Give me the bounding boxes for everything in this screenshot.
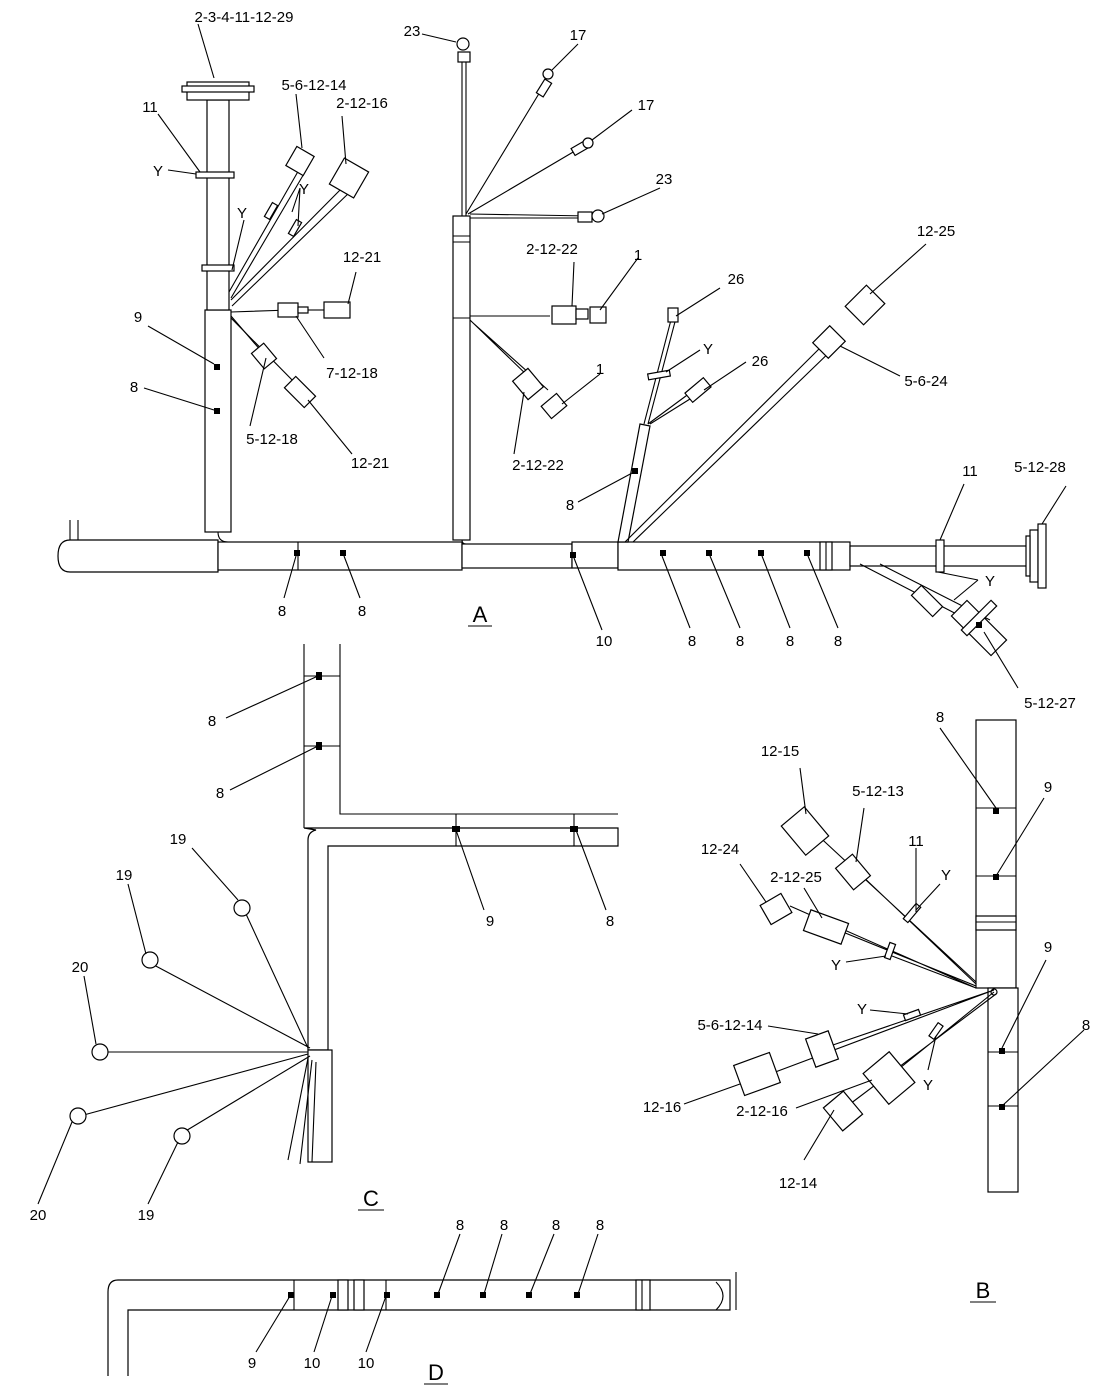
label-b-12: 8 <box>1082 1017 1090 1034</box>
label-a-7: 12-21 <box>343 249 381 266</box>
label-a-23: 26 <box>752 353 769 370</box>
label-a-32: 8 <box>358 603 366 620</box>
label-a-12: 12-21 <box>351 455 389 472</box>
label-b-1: 9 <box>1044 779 1052 796</box>
view-a-label: A <box>473 602 488 627</box>
label-b-10: Y <box>857 1001 867 1018</box>
label-a-13: 23 <box>404 23 421 40</box>
label-c-7: 20 <box>30 1207 47 1224</box>
label-a-18: 1 <box>634 247 642 264</box>
label-c-1: 8 <box>216 785 224 802</box>
label-a-24: 12-25 <box>917 223 955 240</box>
label-a-0: 2-3-4-11-12-29 <box>195 9 294 26</box>
labels: 2-3-4-11-12-29 11 Y 5-6-12-14 2-12-16 Y … <box>30 9 1091 1385</box>
label-b-14: 12-16 <box>643 1099 681 1116</box>
label-d-3: 8 <box>596 1217 604 1234</box>
view-c <box>37 644 619 1211</box>
label-b-15: 2-12-16 <box>736 1103 788 1120</box>
label-d-0: 8 <box>456 1217 464 1234</box>
view-c-label: C <box>363 1186 379 1211</box>
label-a-27: 11 <box>962 463 978 480</box>
label-a-8: 9 <box>134 309 142 326</box>
view-d-label: D <box>428 1360 444 1385</box>
label-a-19: 1 <box>596 361 604 378</box>
label-a-30: 5-12-27 <box>1024 695 1076 712</box>
label-d-4: 9 <box>248 1355 256 1372</box>
label-d-1: 8 <box>500 1217 508 1234</box>
view-a <box>57 23 1067 689</box>
label-a-9: 8 <box>130 379 138 396</box>
label-a-17: 2-12-22 <box>526 241 578 258</box>
label-d-2: 8 <box>552 1217 560 1234</box>
label-c-6: 8 <box>606 913 614 930</box>
view-d <box>107 1233 737 1385</box>
label-b-2: 12-15 <box>761 743 799 760</box>
label-a-2: Y <box>153 163 163 180</box>
label-a-29: Y <box>985 573 995 590</box>
label-a-26: 8 <box>566 497 574 514</box>
label-d-6: 10 <box>358 1355 375 1372</box>
label-a-25: 5-6-24 <box>904 373 947 390</box>
label-b-6: 12-24 <box>701 841 739 858</box>
label-a-14: 17 <box>570 27 587 44</box>
label-b-3: 5-12-13 <box>852 783 904 800</box>
label-a-35: 8 <box>736 633 744 650</box>
label-a-33: 10 <box>596 633 613 650</box>
label-a-1: 11 <box>142 99 158 116</box>
label-b-11: 5-6-12-14 <box>697 1017 762 1034</box>
label-a-5: Y <box>299 181 309 198</box>
label-a-6: Y <box>237 205 247 222</box>
label-a-10: 7-12-18 <box>326 365 378 382</box>
label-b-9: 9 <box>1044 939 1052 956</box>
label-a-3: 5-6-12-14 <box>281 77 346 94</box>
label-c-3: 19 <box>116 867 133 884</box>
label-a-34: 8 <box>688 633 696 650</box>
label-a-11: 5-12-18 <box>246 431 298 448</box>
label-c-0: 8 <box>208 713 216 730</box>
label-c-4: 20 <box>72 959 89 976</box>
label-a-21: 26 <box>728 271 745 288</box>
label-b-8: Y <box>831 957 841 974</box>
label-b-16: 12-14 <box>779 1175 817 1192</box>
label-d-5: 10 <box>304 1355 321 1372</box>
label-c-5: 9 <box>486 913 494 930</box>
label-b-4: 11 <box>908 833 924 850</box>
label-a-22: Y <box>703 341 713 358</box>
view-b-label: B <box>976 1278 991 1303</box>
label-a-28: 5-12-28 <box>1014 459 1066 476</box>
label-b-13: Y <box>923 1077 933 1094</box>
label-b-7: 2-12-25 <box>770 869 822 886</box>
view-b <box>683 719 1085 1303</box>
label-b-5: Y <box>941 867 951 884</box>
label-a-31: 8 <box>278 603 286 620</box>
label-a-15: 17 <box>638 97 655 114</box>
label-c-8: 19 <box>138 1207 155 1224</box>
label-c-2: 19 <box>170 831 187 848</box>
label-a-16: 23 <box>656 171 673 188</box>
label-a-4: 2-12-16 <box>336 95 388 112</box>
label-b-0: 8 <box>936 709 944 726</box>
label-a-36: 8 <box>786 633 794 650</box>
label-a-37: 8 <box>834 633 842 650</box>
label-a-20: 2-12-22 <box>512 457 564 474</box>
